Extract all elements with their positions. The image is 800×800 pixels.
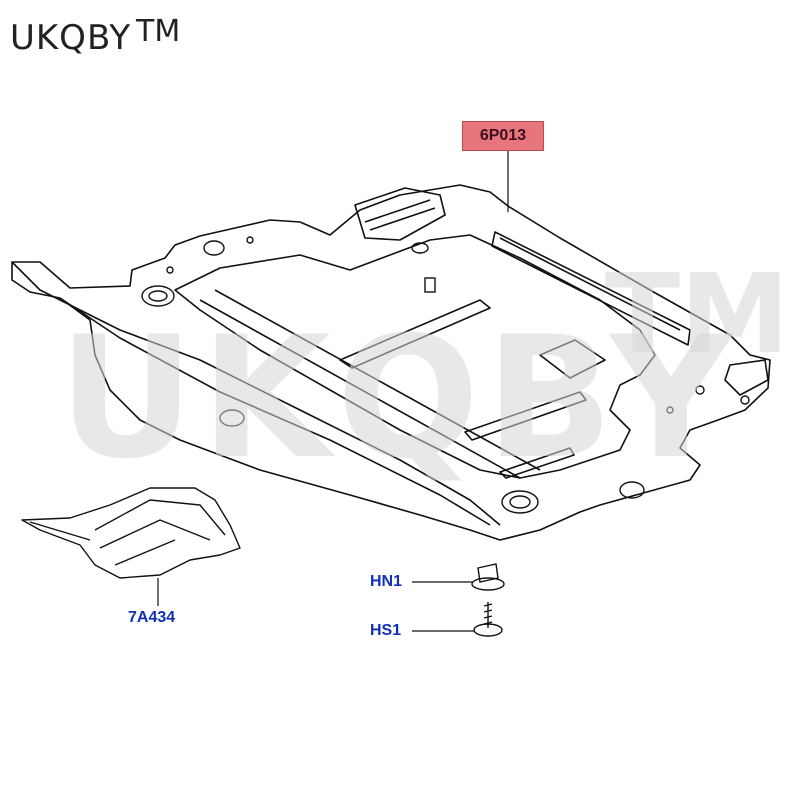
underbody-panel xyxy=(11,184,771,541)
brand-trademark: TM xyxy=(136,14,181,49)
screw-hs1 xyxy=(473,602,503,637)
heat-shield-part xyxy=(21,487,241,579)
callout-hs1: HS1 xyxy=(370,622,402,639)
watermark-text: UKQBY xyxy=(58,300,738,496)
leader-lines xyxy=(157,149,509,632)
callout-7a434: 7A434 xyxy=(128,609,176,626)
callout-6p013: 6P013 xyxy=(479,127,527,144)
callout-6p013-box: 6P013 xyxy=(462,121,544,151)
brand-logo-text: UKQBY xyxy=(10,18,132,58)
nut-hn1 xyxy=(471,563,505,591)
callout-hn1: HN1 xyxy=(370,573,403,590)
mounting-holes xyxy=(141,236,750,514)
watermark-trademark: TM xyxy=(605,250,790,378)
